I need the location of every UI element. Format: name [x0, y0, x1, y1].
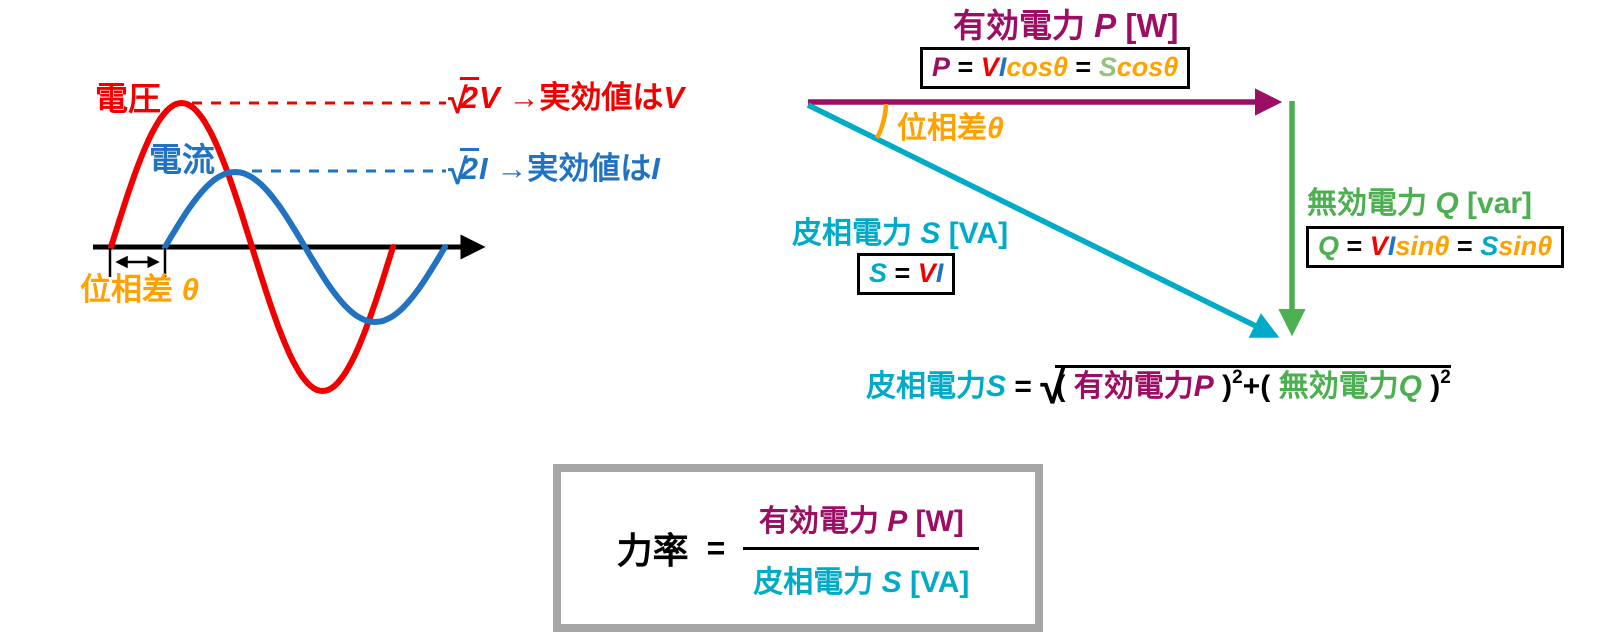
- apparent-power-equation: 皮相電力S = √( 有効電力P )2+( 無効電力Q )2: [866, 361, 1451, 414]
- vector-phase-label: 位相差θ: [897, 112, 1004, 145]
- reactive-power-formula-box: Q = VIsinθ = Ssinθ: [1306, 226, 1565, 268]
- radicand: ( 有効電力P )2+( 無効電力Q )2: [1055, 365, 1451, 403]
- power-factor-label: 力率: [616, 530, 689, 571]
- phase-angle-arc: [874, 103, 889, 140]
- power-factor-fraction: 有効電力 P [W] 皮相電力 S [VA]: [743, 496, 980, 601]
- active-power-formula-box: P = VIcosθ = Scosθ: [920, 47, 1191, 89]
- equation-prefix: 皮相電力S =: [866, 370, 1041, 403]
- wave-phase-label: 位相差 θ: [80, 272, 199, 307]
- voltage-label: 電圧: [95, 80, 161, 117]
- voltage-curve: [108, 99, 396, 395]
- radical-sign: √: [1040, 361, 1066, 413]
- apparent-power-arrow: [806, 102, 1280, 338]
- power-factor-box: 力率 = 有効電力 P [W] 皮相電力 S [VA]: [553, 464, 1043, 632]
- fraction-denominator: 皮相電力 S [VA]: [743, 546, 980, 601]
- current-curve: [162, 168, 448, 326]
- apparent-power-label: 皮相電力 S [VA]: [792, 217, 1009, 250]
- current-rms-note: √2I →実効値はI: [448, 148, 660, 192]
- current-label: 電流: [149, 141, 215, 178]
- fraction-numerator: 有効電力 P [W]: [758, 504, 964, 538]
- apparent-power-formula-box: S = VI: [857, 253, 956, 295]
- active-power-label: 有効電力 P [W]: [953, 7, 1179, 44]
- voltage-rms-note: √2V →実効値はV: [448, 77, 684, 121]
- equals-sign: =: [706, 529, 726, 566]
- reactive-power-label: 無効電力 Q [var]: [1307, 187, 1533, 220]
